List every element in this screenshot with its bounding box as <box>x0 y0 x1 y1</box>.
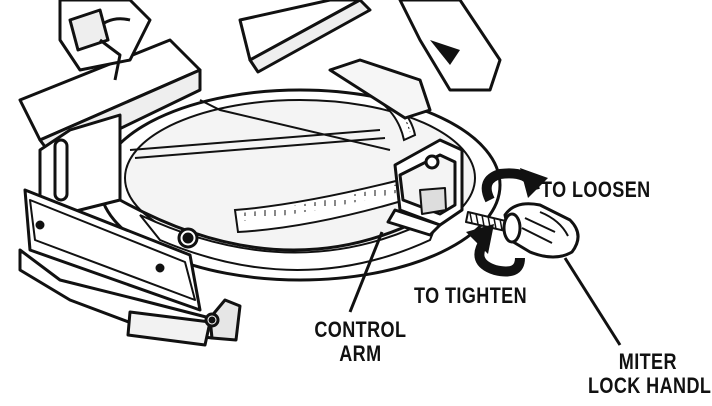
control-arm-label-line2: ARM <box>339 341 382 366</box>
loosen-arrow-icon <box>481 168 548 203</box>
miter-scale <box>233 88 417 234</box>
saw-base <box>18 248 242 347</box>
leader-lines <box>348 231 622 346</box>
saw-head-housing <box>58 0 152 81</box>
clamp-hole <box>177 227 220 328</box>
control-arm-label: CONTROL ARM <box>303 318 418 366</box>
tighten-arrow-icon <box>466 224 525 277</box>
miter-lock-handle-label: MITER LOCK HANDLE <box>588 349 712 398</box>
miter-lock-label-line2: LOCK HANDLE <box>588 373 712 398</box>
miter-lock-handle <box>465 202 580 259</box>
miter-lock-label-line1: MITER <box>618 349 677 374</box>
to-loosen-label: TO LOOSEN <box>541 177 651 202</box>
control-arm <box>386 138 464 237</box>
miter-lock-leader <box>563 257 622 346</box>
control-arm-leader <box>348 231 384 313</box>
control-arm-label-line1: CONTROL <box>314 317 407 342</box>
to-tighten-label: TO TIGHTEN <box>414 283 528 308</box>
right-fence <box>238 0 502 120</box>
kerf-slot <box>129 99 391 159</box>
left-fence <box>18 38 202 312</box>
